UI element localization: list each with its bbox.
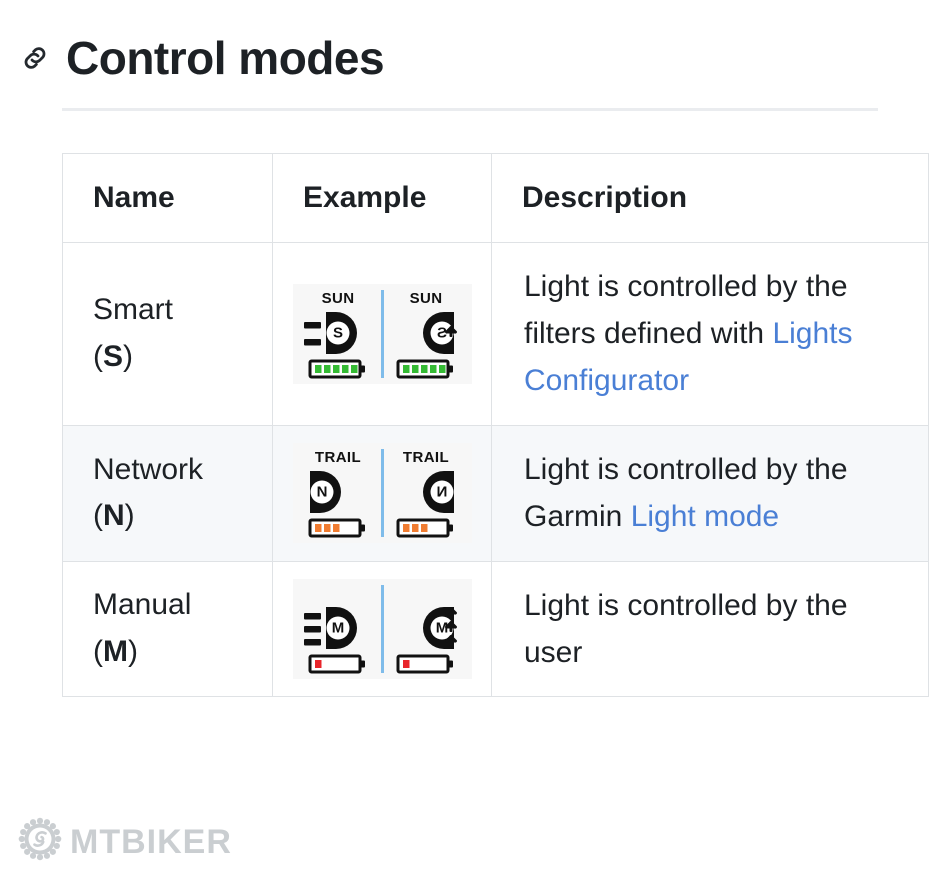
svg-text:M: M <box>332 619 345 636</box>
svg-text:S: S <box>333 324 343 341</box>
headlamp-n-icon: N <box>304 468 372 516</box>
mode-label: SUN <box>409 289 443 307</box>
battery-icon <box>308 654 368 674</box>
table-body: Smart (S) SUN S SUN S Light is controlled by t… <box>62 241 929 698</box>
light-icon-right: TRAIL N <box>387 447 466 539</box>
description-text: Light is controlled by the user <box>524 588 848 669</box>
mode-label: TRAIL <box>314 449 362 467</box>
mode-code: (M) <box>93 634 138 668</box>
mode-code: (N) <box>93 499 135 533</box>
headlamp-s-icon: S <box>304 309 372 357</box>
svg-text:N: N <box>317 484 328 501</box>
svg-text:N: N <box>437 484 448 501</box>
svg-text:S: S <box>437 324 447 341</box>
battery-icon <box>308 518 368 538</box>
column-header-example: Example <box>272 152 492 243</box>
icon-divider <box>380 449 384 538</box>
column-header-description: Description <box>491 152 929 243</box>
link-icon[interactable] <box>18 41 52 75</box>
light-icon-right: SUN S <box>387 288 466 380</box>
headlamp-n-icon: N <box>392 468 460 516</box>
description-text: Light is controlled by the Garmin <box>524 452 848 534</box>
title-divider <box>62 107 878 111</box>
watermark-text: MTBIKER <box>70 822 232 861</box>
mode-example-cell: TRAIL N TRAIL N <box>272 424 492 562</box>
mode-description-cell: Light is controlled by the Garmin Light … <box>491 424 929 562</box>
column-header-name: Name <box>62 152 273 243</box>
mode-name-cell: Smart (S) <box>62 241 273 426</box>
light-icon-left: SUN S <box>299 288 378 380</box>
light-icon-pair: M M <box>292 578 472 679</box>
mode-name-cell: Network (N) <box>62 424 273 562</box>
watermark: MTBIKER <box>18 817 232 866</box>
svg-text:M: M <box>436 619 449 636</box>
light-icon-pair: TRAIL N TRAIL N <box>292 443 472 544</box>
light-icon-left: TRAIL N <box>299 447 378 539</box>
battery-icon <box>396 359 456 379</box>
mode-description-cell: Light is controlled by the user <box>491 560 929 698</box>
headlamp-s-icon: S <box>392 309 460 357</box>
light-icon-left: M <box>299 583 378 675</box>
mode-label: TRAIL <box>402 449 450 467</box>
mode-example-cell: SUN S SUN S <box>272 241 492 426</box>
mode-name: Smart <box>93 293 174 327</box>
page-title: Control modes <box>66 32 385 84</box>
table-row: Manual (M) M M Light is controlled by the … <box>62 560 929 698</box>
page-header: Control modes <box>0 0 940 84</box>
battery-icon <box>396 518 456 538</box>
mode-name: Network <box>93 452 204 486</box>
light-icon-right: M <box>387 583 466 675</box>
mode-name-cell: Manual (M) <box>62 560 273 698</box>
description-link[interactable]: Light mode <box>630 500 780 534</box>
mode-name: Manual <box>93 588 192 622</box>
mode-label: SUN <box>321 289 355 307</box>
battery-icon <box>308 359 368 379</box>
description-text: Light is controlled by the filters defin… <box>524 269 848 350</box>
icon-divider <box>380 584 384 673</box>
sprocket-logo-icon <box>18 817 62 866</box>
table-row: Network (N) TRAIL N TRAIL N Light is controlle… <box>62 424 929 562</box>
battery-icon <box>396 654 456 674</box>
table-header-row: Name Example Description <box>62 152 929 243</box>
headlamp-m-icon: M <box>304 604 372 652</box>
mode-description-cell: Light is controlled by the filters defin… <box>491 241 929 426</box>
mode-code: (S) <box>93 339 134 373</box>
description-link[interactable]: Lights Configurator <box>524 316 853 398</box>
mode-example-cell: M M <box>272 560 492 698</box>
icon-divider <box>380 289 384 378</box>
light-icon-pair: SUN S SUN S <box>292 283 472 384</box>
table-row: Smart (S) SUN S SUN S Light is controlled by t… <box>62 241 929 426</box>
headlamp-m-icon: M <box>392 604 460 652</box>
